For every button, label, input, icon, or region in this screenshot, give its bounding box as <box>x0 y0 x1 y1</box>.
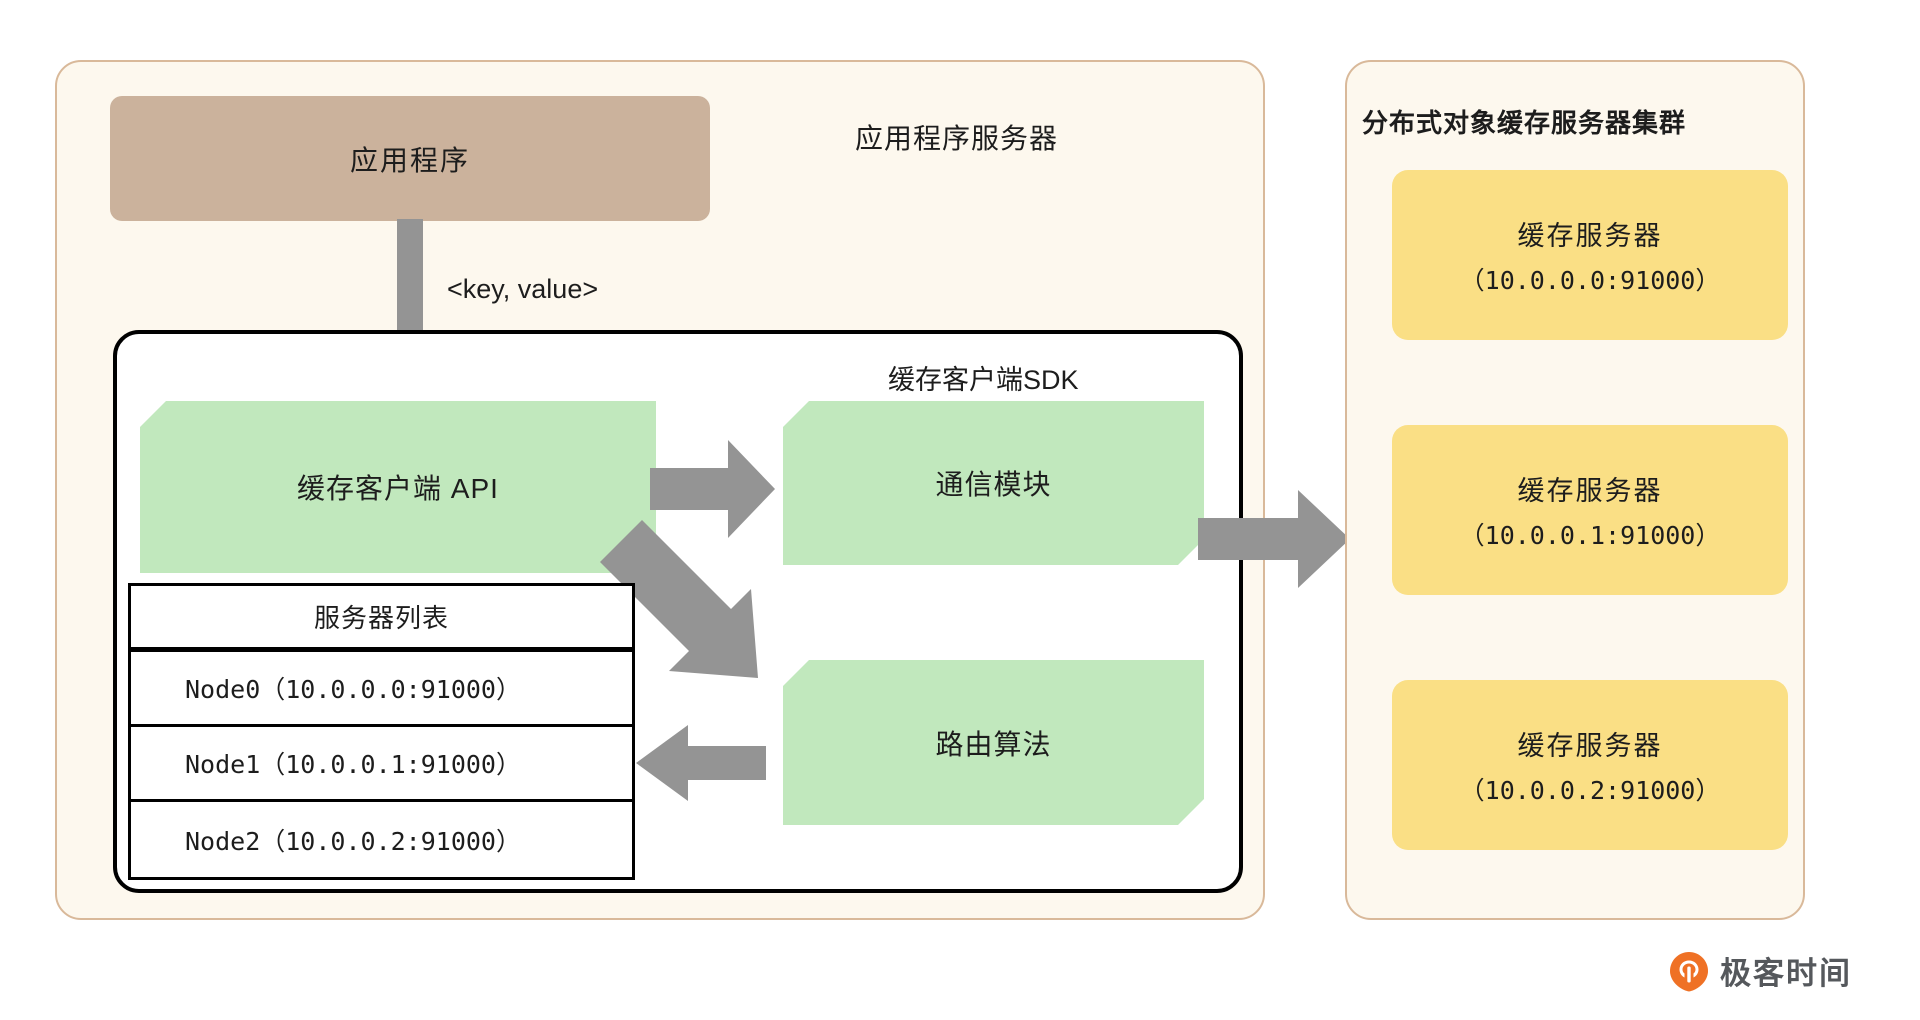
arrow-sdk-to-cache-cluster-icon <box>1198 490 1350 588</box>
watermark: 极客时间 <box>1668 948 1852 993</box>
cache-server-address: （10.0.0.1:91000） <box>1459 520 1721 550</box>
geek-time-logo-icon <box>1670 951 1708 991</box>
server-node-label: Node1（10.0.0.1:91000） <box>185 750 521 779</box>
server-list-header: 服务器列表 <box>131 586 632 652</box>
cache-server-name: 缓存服务器 <box>1517 475 1663 506</box>
watermark-text: 极客时间 <box>1720 956 1852 991</box>
arrow-routing-to-server-list-icon <box>636 725 766 801</box>
cache-server-name: 缓存服务器 <box>1517 730 1663 761</box>
cache-cluster-title: 分布式对象缓存服务器集群 <box>1362 108 1687 138</box>
routing-algorithm-box: 路由算法 <box>783 660 1204 825</box>
table-row: Node2（10.0.0.2:91000） <box>131 802 632 877</box>
table-row: Node1（10.0.0.1:91000） <box>131 727 632 802</box>
cache-server-address: （10.0.0.0:91000） <box>1459 265 1721 295</box>
application-program-label: 应用程序 <box>349 144 470 176</box>
cache-client-api-box: 缓存客户端 API <box>140 401 656 573</box>
application-program-box: 应用程序 <box>110 96 710 221</box>
cache-client-api-label: 缓存客户端 API <box>297 473 499 504</box>
key-value-label: <key, value> <box>447 274 599 304</box>
cache-server-address: （10.0.0.2:91000） <box>1459 775 1721 805</box>
table-row: Node0（10.0.0.0:91000） <box>131 652 632 727</box>
arrow-api-to-comm-icon <box>650 440 775 538</box>
communication-module-box: 通信模块 <box>783 401 1204 565</box>
communication-module-label: 通信模块 <box>935 469 1052 500</box>
cache-server-name: 缓存服务器 <box>1517 220 1663 251</box>
cache-server-box: 缓存服务器 （10.0.0.2:91000） <box>1392 680 1788 850</box>
arrow-api-to-routing-icon <box>600 520 758 678</box>
routing-algorithm-label: 路由算法 <box>935 728 1052 760</box>
server-list-table: 服务器列表 Node0（10.0.0.0:91000） Node1（10.0.0… <box>128 583 635 880</box>
cache-client-sdk-title: 缓存客户端SDK <box>888 365 1079 395</box>
application-server-title: 应用程序服务器 <box>855 123 1059 154</box>
server-node-label: Node0（10.0.0.0:91000） <box>185 675 521 704</box>
cache-server-box: 缓存服务器 （10.0.0.1:91000） <box>1392 425 1788 595</box>
cache-server-box: 缓存服务器 （10.0.0.0:91000） <box>1392 170 1788 340</box>
server-node-label: Node2（10.0.0.2:91000） <box>185 826 521 856</box>
